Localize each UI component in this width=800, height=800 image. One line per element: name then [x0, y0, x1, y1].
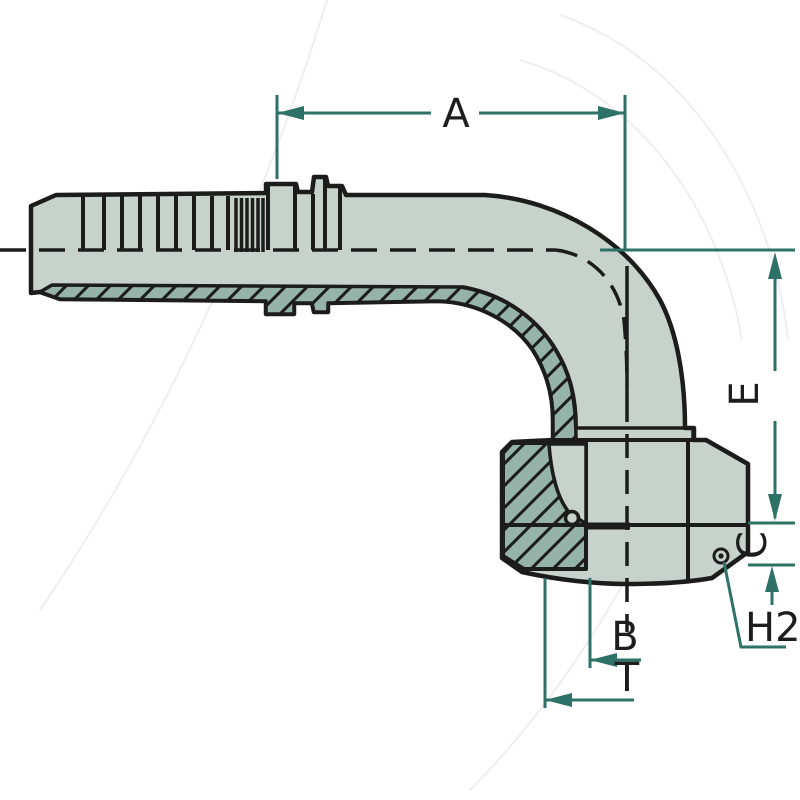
h2-label: H2: [745, 605, 800, 651]
dim-t-label: T: [614, 655, 640, 701]
h2-leader-line: [722, 561, 786, 649]
dim-t-arrow: [545, 693, 572, 707]
dim-e-arrow-up: [768, 252, 782, 279]
dimension-e: E: [600, 248, 795, 525]
dimension-a: A: [275, 91, 627, 251]
dim-a-arrow-left: [277, 106, 304, 120]
leader-h2: H2: [712, 547, 800, 651]
stem-collar-edges: [266, 179, 342, 250]
bore-wall-edge: [461, 285, 578, 429]
h2-reference-dot: [718, 553, 724, 559]
dimension-b: B: [588, 578, 641, 668]
dimension-c: C: [730, 531, 795, 605]
dimension-t: T: [543, 578, 640, 708]
dim-e-arrow-down: [768, 494, 782, 521]
dim-e-label: E: [722, 381, 768, 406]
dim-a-arrow-right: [598, 106, 625, 120]
fitting-body: [28, 174, 751, 587]
seal-ring-section: [563, 509, 581, 527]
dim-b-label: B: [611, 614, 638, 660]
hose-stem-barb-ribs: [81, 196, 230, 250]
section-wall-band: [38, 283, 578, 442]
centerlines: [0, 248, 629, 632]
hose-stem-thread-ribs: [234, 198, 265, 252]
dim-c-label: C: [730, 531, 776, 559]
dim-a-label: A: [442, 91, 470, 137]
dim-c-arrow-up: [765, 566, 779, 592]
dim-b-arrow: [590, 653, 617, 667]
swivel-nut: [501, 438, 746, 581]
